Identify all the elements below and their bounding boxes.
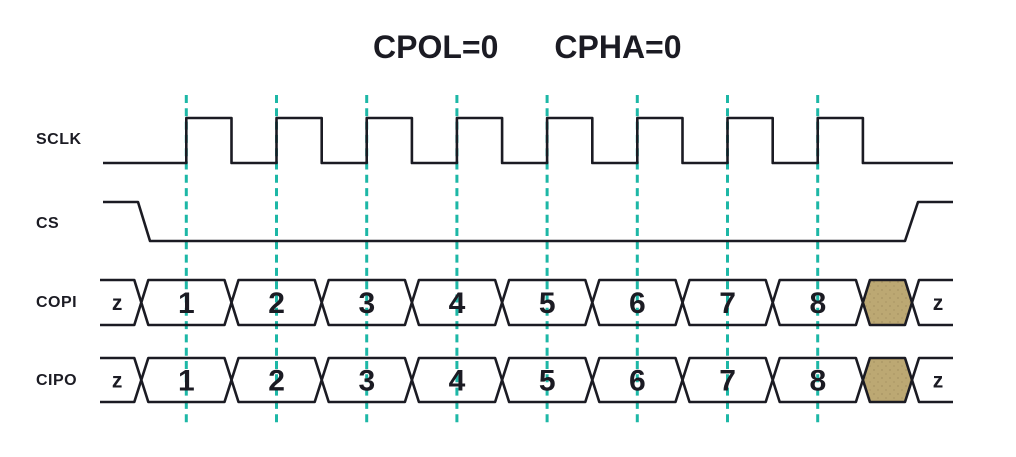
signal-label-cipo: CIPO (36, 372, 78, 389)
signal-label-cs: CS (36, 215, 60, 232)
bus-cell-unknown (861, 278, 914, 327)
signal-label-copi: COPI (36, 294, 78, 311)
bus-cell-label: 6 (629, 287, 646, 320)
bus-cell-label-z: z (933, 370, 944, 393)
bus-cell-label: 2 (268, 365, 285, 398)
signal-label-sclk: SCLK (36, 131, 82, 148)
bus-cell-label-z: z (112, 292, 123, 315)
bus-cell-label: 4 (449, 365, 466, 398)
bus-cell (910, 356, 953, 404)
bus-cell-unknown (861, 356, 914, 404)
bus-cell-label: 1 (178, 287, 195, 320)
bus-cell-label: 6 (629, 365, 646, 398)
bus-cell-label: 7 (719, 365, 736, 398)
bus-cell-label: 1 (178, 365, 195, 398)
bus-cell-label: 3 (358, 365, 375, 398)
diagram-title: CPOL=0 CPHA=0 (373, 29, 682, 66)
title-cpol: CPOL=0 (373, 29, 499, 65)
title-cpha: CPHA=0 (554, 29, 682, 65)
bus-cell (910, 278, 953, 327)
bus-cell-label: 8 (809, 287, 826, 320)
bus-cell-label-z: z (933, 292, 944, 315)
bus-cell-label: 7 (719, 287, 736, 320)
bus-cell-label-z: z (112, 370, 123, 393)
sclk-waveform (103, 116, 953, 165)
bus-cell-label: 5 (539, 365, 556, 398)
bus-cell-label: 2 (268, 287, 285, 320)
cs-waveform (103, 200, 953, 243)
bus-cell-label: 8 (809, 365, 826, 398)
bus-cell-label: 4 (449, 287, 466, 320)
bus-cell-label: 5 (539, 287, 556, 320)
bus-cell-label: 3 (358, 287, 375, 320)
